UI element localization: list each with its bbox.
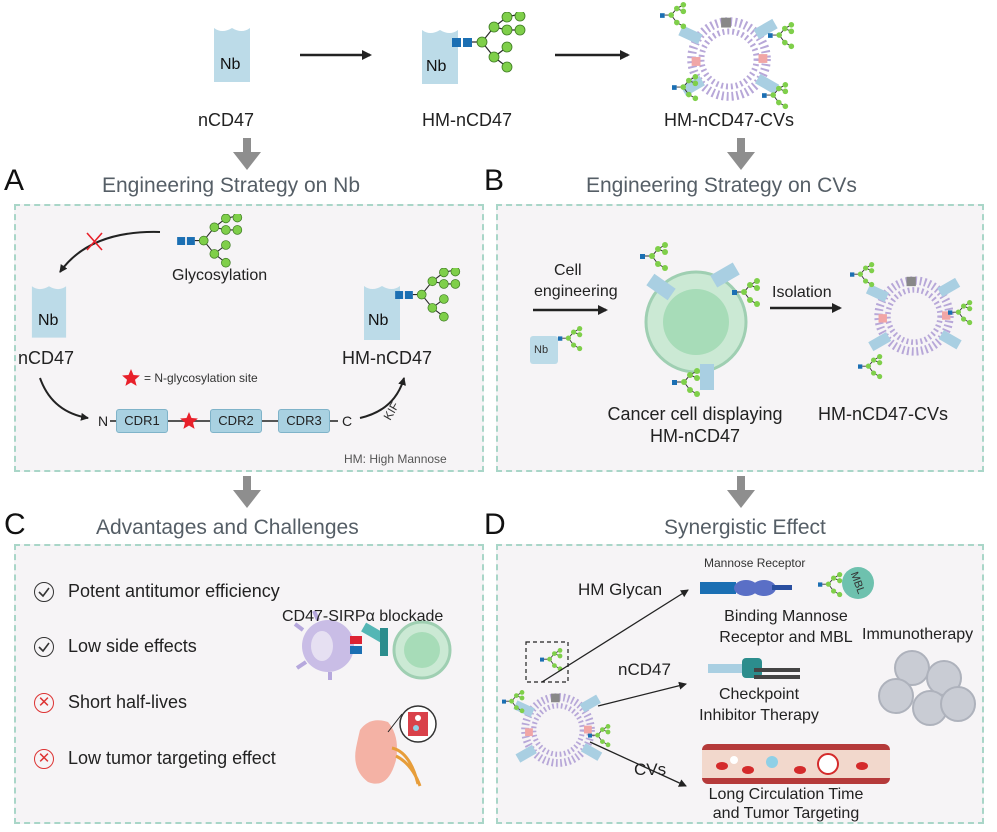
immunotherapy-label: Immunotherapy <box>862 626 974 643</box>
checkpoint-label-line2: Inhibitor Therapy <box>699 707 819 724</box>
cross-icon: ✕ <box>34 693 54 713</box>
panel-a-title: Engineering Strategy on Nb <box>102 174 360 197</box>
binding-label-line1: Binding Mannose <box>724 608 848 625</box>
panel-b-title: Engineering Strategy on CVs <box>586 174 857 197</box>
cdr2-box: CDR2 <box>210 409 262 433</box>
cancer-cell-label-line1: Cancer cell displaying <box>607 404 783 424</box>
advantage-item: Low side effects <box>68 636 197 656</box>
cell-label: Cell <box>554 262 582 279</box>
checkpoint-label-line1: Checkpoint <box>718 686 800 703</box>
panel-a-letter: A <box>4 164 25 197</box>
binding-label-line2: Receptor and MBL <box>719 629 853 646</box>
check-icon <box>34 637 54 657</box>
panel-d-letter: D <box>484 508 506 541</box>
n-terminus-label: N <box>98 413 109 429</box>
cross-icon: ✕ <box>34 749 54 769</box>
c-terminus-label: C <box>342 413 353 429</box>
challenge-item: Short half-lives <box>68 692 188 712</box>
long-circulation-label-line2: and Tumor Targeting <box>712 805 860 822</box>
nb-label-a-left: Nb <box>38 312 59 329</box>
ncd47-label-a: nCD47 <box>18 348 75 368</box>
nb-label-b: Nb <box>534 344 549 356</box>
stage-hm-ncd47-cvs-label: HM-nCD47-CVs <box>664 110 795 130</box>
ncd47-label-d: nCD47 <box>618 660 671 679</box>
glycosylation-label: Glycosylation <box>172 267 268 284</box>
isolation-label: Isolation <box>772 284 832 301</box>
cdr3-box: CDR3 <box>278 409 330 433</box>
long-circulation-label-line1: Long Circulation Time <box>708 786 864 803</box>
cd47-sirpa-blockade-label: CD47-SIRPα blockade <box>282 608 444 625</box>
panel-b-letter: B <box>484 164 505 197</box>
check-icon <box>34 582 54 602</box>
cdr1-box: CDR1 <box>116 409 168 433</box>
high-mannose-footnote: HM: High Mannose <box>344 452 447 466</box>
panel-c <box>14 544 484 824</box>
hm-ncd47-label-a: HM-nCD47 <box>342 348 433 368</box>
stage-hm-ncd47-label: HM-nCD47 <box>422 110 513 130</box>
cancer-cell-label-line2: HM-nCD47 <box>649 426 741 446</box>
hm-glycan-label: HM Glycan <box>578 580 663 599</box>
panel-c-letter: C <box>4 508 26 541</box>
panel-d-title: Synergistic Effect <box>664 516 826 539</box>
advantage-item: Potent antitumor efficiency <box>68 581 280 601</box>
stage-ncd47-label: nCD47 <box>198 110 255 130</box>
n-glycosylation-legend: = N-glycosylation site <box>144 371 258 385</box>
cvs-label-d: CVs <box>634 760 667 779</box>
panel-c-title: Advantages and Challenges <box>96 516 359 539</box>
nb-label-top-1: Nb <box>220 56 241 73</box>
mannose-receptor-label: Mannose Receptor <box>704 556 806 570</box>
hm-ncd47-cvs-label-b: HM-nCD47-CVs <box>818 404 949 424</box>
nb-label-a-right: Nb <box>368 312 389 329</box>
nb-label-top-2: Nb <box>426 58 447 75</box>
challenge-item: Low tumor targeting effect <box>68 748 276 768</box>
engineering-label: engineering <box>534 283 618 300</box>
